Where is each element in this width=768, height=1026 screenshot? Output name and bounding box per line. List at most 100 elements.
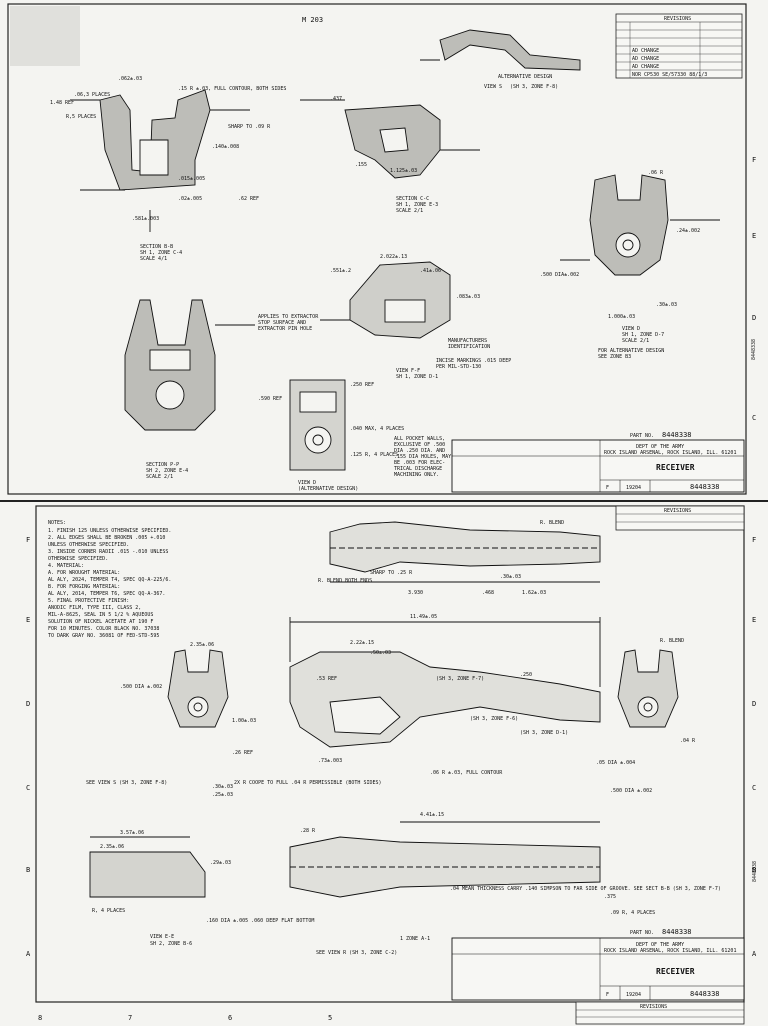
svg-text:6: 6: [228, 1014, 232, 1022]
dim-label: 2.22±.15: [350, 640, 374, 646]
svg-text:F: F: [606, 992, 609, 998]
svg-text:A: A: [752, 950, 757, 958]
dim-label: 2.35±.06: [190, 642, 214, 648]
dim-label: .062±.03: [118, 76, 142, 82]
handwritten-mark: M 203: [302, 16, 323, 24]
dim-label: .468: [482, 590, 494, 596]
receiver-bottom-view: [289, 821, 601, 898]
section-bb-caption: SCALE 4/1: [140, 256, 167, 262]
svg-text:F: F: [606, 485, 609, 491]
dim-label: .125 R, 4 PLACES: [350, 452, 398, 458]
scan-smudge: [10, 6, 80, 66]
dim-label: R. BLEND BOTH ENDS: [318, 578, 372, 584]
dim-label: .30±.03: [212, 784, 233, 790]
drawing-sheet-1: M 203 F E D C 8448338 REVISIONS AD CHANG…: [0, 0, 768, 500]
dim-label: 1.00±.03: [232, 718, 256, 724]
dim-label: 2.35±.06: [100, 844, 124, 850]
view-s-label: (SH 3, ZONE F-8): [510, 84, 558, 90]
dim-label: .04 R: [680, 738, 696, 744]
zone-markers-sheet-2: F E D C B A F E D C B A 8 7 6 5: [26, 536, 757, 1022]
svg-text:AL ALY, 2024, TEMPER T4, SPEC: AL ALY, 2024, TEMPER T4, SPEC QQ-A-225/6…: [48, 577, 171, 583]
svg-text:C: C: [752, 414, 756, 422]
svg-text:E: E: [26, 616, 30, 624]
dim-label: 1.48 REF: [50, 100, 74, 106]
svg-text:E: E: [752, 232, 756, 240]
view-d-drawing: [560, 174, 720, 276]
dim-label: R. BLEND: [540, 520, 564, 526]
svg-text:5. FINAL PROTECTIVE FINISH:: 5. FINAL PROTECTIVE FINISH:: [48, 598, 129, 604]
view-ee-drawing: [89, 836, 206, 898]
svg-text:19204: 19204: [626, 992, 641, 998]
dim-label: 2.022±.13: [380, 254, 407, 260]
svg-text:8: 8: [38, 1014, 42, 1022]
alternative-design-drawing: [420, 29, 581, 71]
dim-label: 3.930: [408, 590, 423, 596]
svg-text:MIL-A-8625, SEAL IN 5 1/2 % AQ: MIL-A-8625, SEAL IN 5 1/2 % AQUEOUS: [48, 612, 153, 618]
svg-text:ROCK ISLAND ARSENAL, ROCK ISLA: ROCK ISLAND ARSENAL, ROCK ISLAND, ILL. 6…: [604, 948, 736, 954]
sheet-1-border: [7, 3, 747, 495]
dim-label: .590 REF: [258, 396, 282, 402]
section-pp-caption: SECTION P-P: [146, 462, 179, 468]
dim-label: SEE VIEW S (SH 3, ZONE F-8): [86, 780, 167, 786]
section-cc-drawing: [300, 99, 480, 179]
dim-label: (SH 3, ZONE F-7): [436, 676, 484, 682]
svg-text:PART NO.: PART NO.: [630, 433, 654, 439]
dim-label: .015±.005: [178, 176, 205, 182]
dim-label: R. BLEND: [660, 638, 684, 644]
dim-label: .250 REF: [350, 382, 374, 388]
dim-label: .500 DIA±.002: [540, 272, 579, 278]
extractor-note: APPLIES TO EXTRACTOR: [258, 314, 319, 320]
dim-label: SHARP TO .09 R: [228, 124, 271, 130]
svg-text:19204: 19204: [626, 485, 641, 491]
drawing-sheet-2: F E D C B A F E D C B A 8 7 6 5 8448338 …: [0, 500, 768, 1026]
section-bb-drawing: [70, 89, 250, 232]
svg-text:TRICAL DISCHARGE: TRICAL DISCHARGE: [394, 466, 442, 472]
dim-label: .09 R, 4 PLACES: [610, 910, 655, 916]
svg-text:ANODIC FILM, TYPE III, CLASS 2: ANODIC FILM, TYPE III, CLASS 2,: [48, 605, 141, 611]
dim-label: .155: [355, 162, 367, 168]
end-view-left: [167, 649, 229, 728]
sheet-2-drawing: F E D C B A F E D C B A 8 7 6 5 8448338 …: [26, 505, 758, 1025]
svg-text:F: F: [26, 536, 30, 544]
view-d-caption: SH 1, ZONE D-7: [622, 332, 664, 338]
view-ee-caption: VIEW E-E: [150, 934, 174, 940]
dim-label: .250: [520, 672, 532, 678]
dim-label: (SH 3, ZONE D-1): [520, 730, 568, 736]
svg-text:8448338: 8448338: [690, 990, 720, 998]
view-d-alt-caption: VIEW D: [298, 480, 316, 486]
svg-text:SOLUTION OF NICKEL ACETATE AT: SOLUTION OF NICKEL ACETATE AT 190 F: [48, 619, 153, 625]
dim-label: 3.57±.06: [120, 830, 144, 836]
svg-text:AD CHANGE: AD CHANGE: [632, 56, 659, 62]
svg-text:OTHERWISE SPECIFIED.: OTHERWISE SPECIFIED.: [48, 556, 108, 562]
dim-label: 1.125±.03: [390, 168, 417, 174]
dim-label: .29±.03: [210, 860, 231, 866]
svg-text:MACHINING ONLY.: MACHINING ONLY.: [394, 472, 439, 478]
extractor-note: EXTRACTOR PIN HOLE: [258, 326, 312, 332]
dim-label: .15 R ±.03, FULL CONTOUR, BOTH SIDES: [178, 86, 286, 92]
svg-text:REVISIONS: REVISIONS: [640, 1004, 667, 1010]
svg-text:AD CHANGE: AD CHANGE: [632, 48, 659, 54]
view-ee-caption: SH 2, ZONE B-6: [150, 941, 192, 947]
svg-text:B: B: [752, 866, 756, 874]
sheet-2-border: [35, 505, 745, 1003]
svg-text:UNLESS OTHERWISE SPECIFIED.: UNLESS OTHERWISE SPECIFIED.: [48, 542, 129, 548]
svg-text:C: C: [752, 784, 756, 792]
dim-label: .06 R: [648, 170, 664, 176]
section-cc-caption: SECTION C-C: [396, 196, 429, 202]
svg-text:DEPT OF THE ARMY: DEPT OF THE ARMY: [636, 444, 684, 450]
svg-text:B. FOR FORGING MATERIAL:: B. FOR FORGING MATERIAL:: [48, 584, 120, 590]
svg-text:NOR CP530 SE/57330 88/1/3: NOR CP530 SE/57330 88/1/3: [632, 72, 707, 78]
dim-label: .05 DIA ±.004: [596, 760, 635, 766]
section-cc-caption: SCALE 2/1: [396, 208, 423, 214]
pocket-note: ALL POCKET WALLS, EXCLUSIVE OF .500 DIA …: [394, 436, 451, 478]
revisions-table-3: REVISIONS: [575, 1001, 745, 1025]
dim-label: 1 ZONE A-1: [400, 936, 430, 942]
dim-label: .26 REF: [232, 750, 253, 756]
zone-markers: F E D C: [752, 156, 756, 422]
svg-text:D: D: [752, 700, 756, 708]
svg-text:REVISIONS: REVISIONS: [664, 508, 691, 514]
view-d-caption: VIEW D: [622, 326, 640, 332]
svg-text:F: F: [752, 536, 756, 544]
svg-text:PART NO.: PART NO.: [630, 930, 654, 936]
view-ff-drawing: [320, 261, 451, 339]
